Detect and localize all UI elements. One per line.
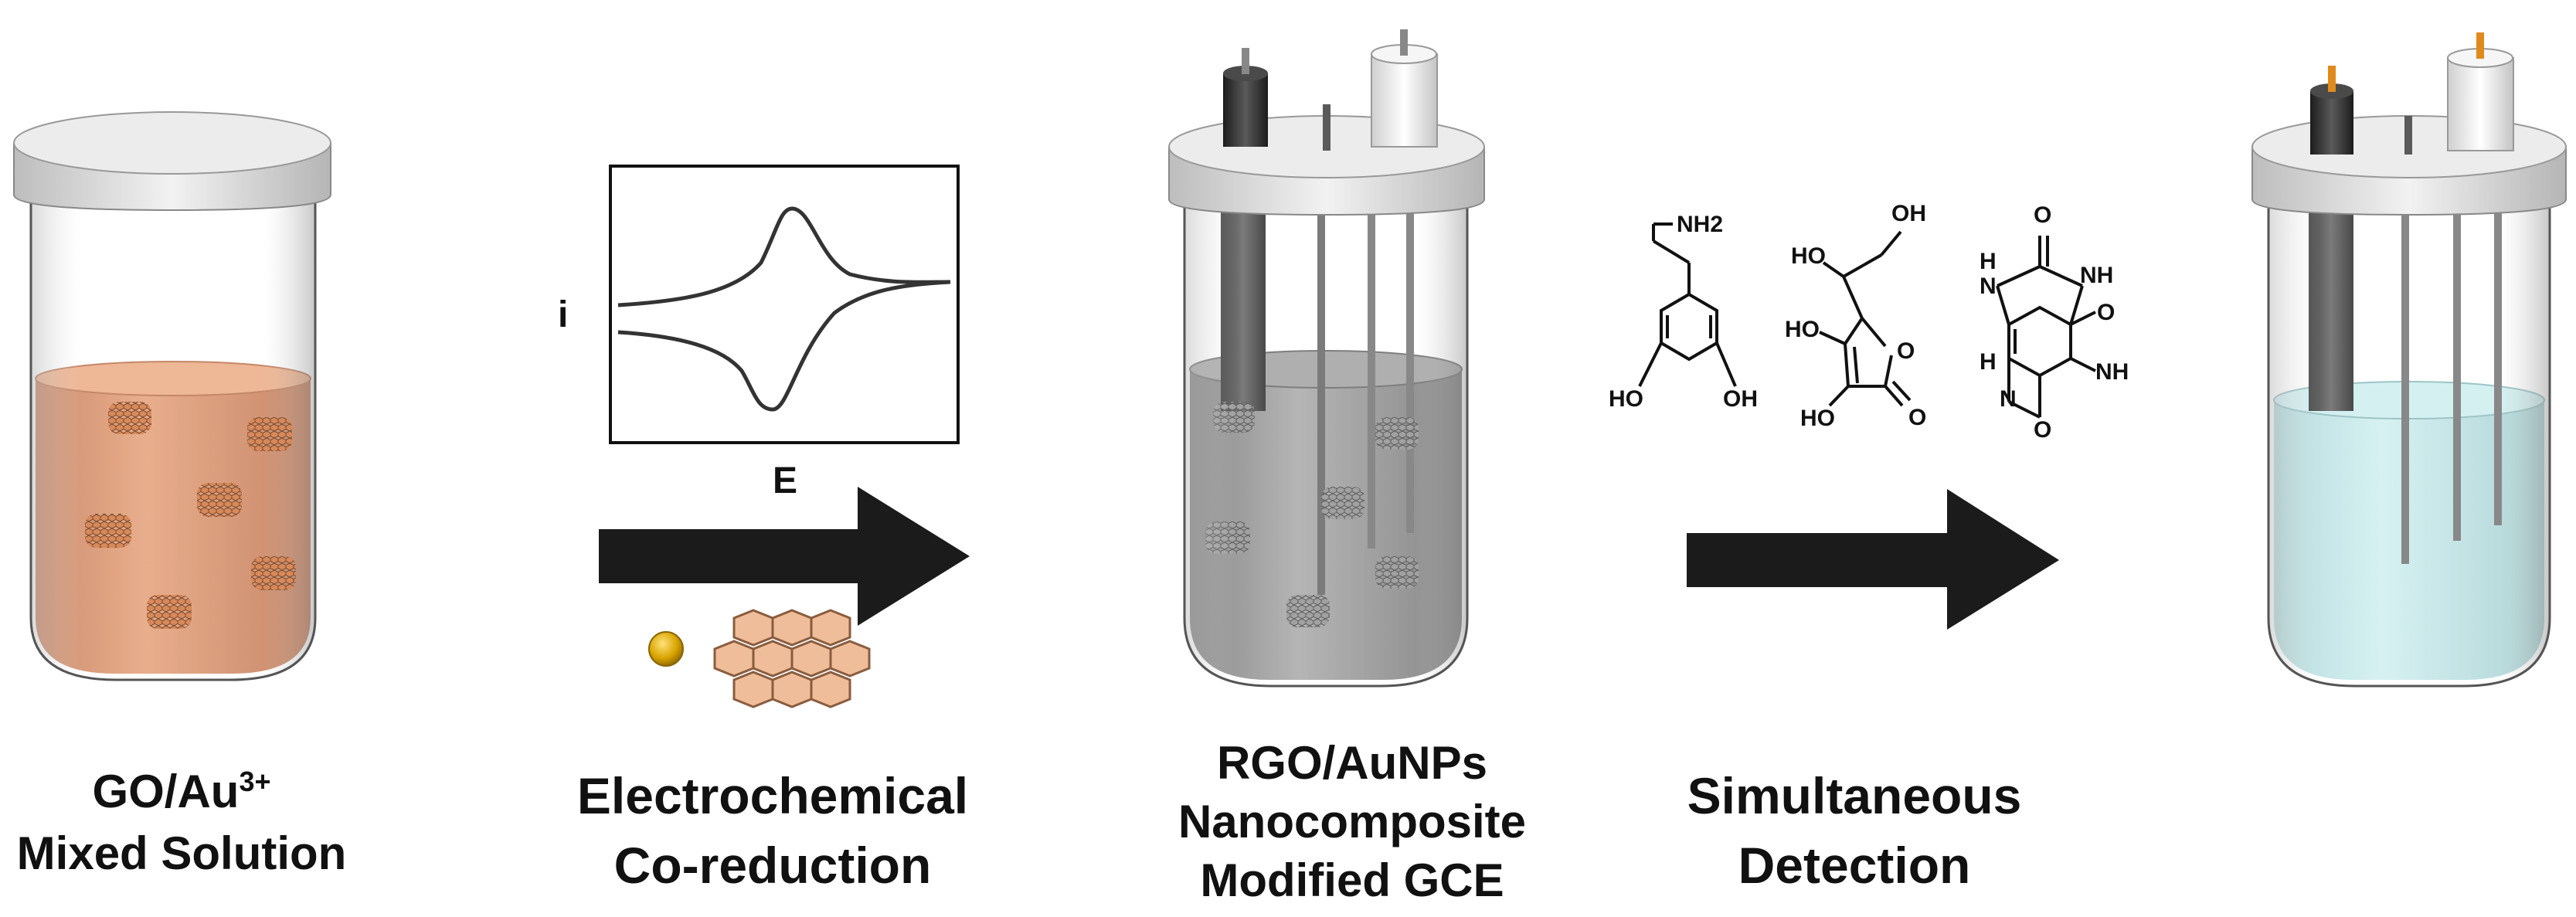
uric-h-bottom-label: H [1980,349,1997,375]
ascorbic-ring-o-label: O [1897,338,1915,364]
go-flake [85,514,131,548]
ascorbic-carbonyl-o-label: O [1908,405,1927,430]
go-flake [108,402,151,434]
vessel-go-au-solution [13,111,331,681]
caption-line: Mixed Solution [16,827,347,879]
vessel-modified-gce [1168,29,1485,688]
uric-nh-right-label: NH [2095,359,2129,385]
electrode-thin-top [2404,116,2412,155]
electrode-cap-black [1223,73,1268,147]
go-flake [197,483,242,517]
uric-h-left-label: H [1980,249,1997,274]
electrode-pin-orange [2328,66,2336,92]
gold-nanoparticle-icon [648,631,684,667]
cv-curve-cathodic [617,280,951,412]
electrode-cap-white [2447,57,2514,151]
ascorbic-ho-mid-label: HO [1791,243,1826,269]
vessel-detection [2251,32,2567,688]
electrode-pin [1400,29,1408,56]
process-arrow-coreduction [599,487,970,626]
caption-line: Electrochemical [576,767,969,824]
electrode-thin-top [1323,104,1330,151]
caption-step-2: Electrochemical Co-reduction [518,761,1028,900]
lid-top [13,111,331,175]
go-flake [147,595,192,629]
molecule-dopamine [1638,222,1737,387]
dopamine-nh2-label: NH2 [1677,212,1724,237]
caption-step-1: GO/Au3+ Mixed Solution [0,761,363,885]
caption-line: Simultaneous [1687,767,2022,824]
electrode-cap-black [2310,91,2353,155]
go-flake [251,556,296,590]
glass-body [2267,178,2551,688]
ascorbic-oh-top-label: OH [1891,201,1926,226]
caption-line: Co-reduction [613,837,932,894]
electrode-pin-orange [2476,32,2484,59]
uric-o-top-label: O [2034,202,2052,228]
uric-o-right-label: O [2097,300,2116,325]
go-flake-group [85,402,296,629]
go-flake [247,417,292,451]
caption-line: GO/Au3+ [92,766,271,817]
electrode-cap-white [1371,53,1438,148]
cv-curve-anodic [617,206,951,307]
uric-nh-top-label: NH [2080,263,2114,288]
molecule-ascorbic-acid [1819,230,1912,407]
dopamine-ho-label: HO [1609,386,1643,412]
molecule-uric-acid [1996,236,2096,419]
caption-step-3: RGO/AuNPs Nanocomposite Modified GCE [1120,734,1584,910]
electrode-pin [1242,48,1249,74]
process-arrow-detection [1687,489,2059,630]
glass-body [29,170,317,681]
caption-line: RGO/AuNPs [1216,737,1488,789]
ascorbic-ho-bottom-label: HO [1800,406,1835,431]
cv-x-axis-label: E [773,460,798,501]
glass-body [1183,178,1469,688]
uric-n-left-label: N [1980,273,1997,299]
ascorbic-ho-left-label: HO [1785,317,1820,342]
caption-step-4: Simultaneous Detection [1661,761,2048,900]
dopamine-oh-label: OH [1723,386,1758,412]
cv-y-axis-label: i [558,294,569,335]
caption-line: Detection [1738,837,1971,894]
cv-plot [609,165,960,444]
caption-line: Modified GCE [1200,854,1504,906]
caption-line: Nanocomposite [1178,796,1527,847]
uric-n-bottom-label: N [2000,386,2017,412]
uric-o-bottom-label: O [2034,417,2052,443]
graphene-sheet-icon [713,609,871,708]
